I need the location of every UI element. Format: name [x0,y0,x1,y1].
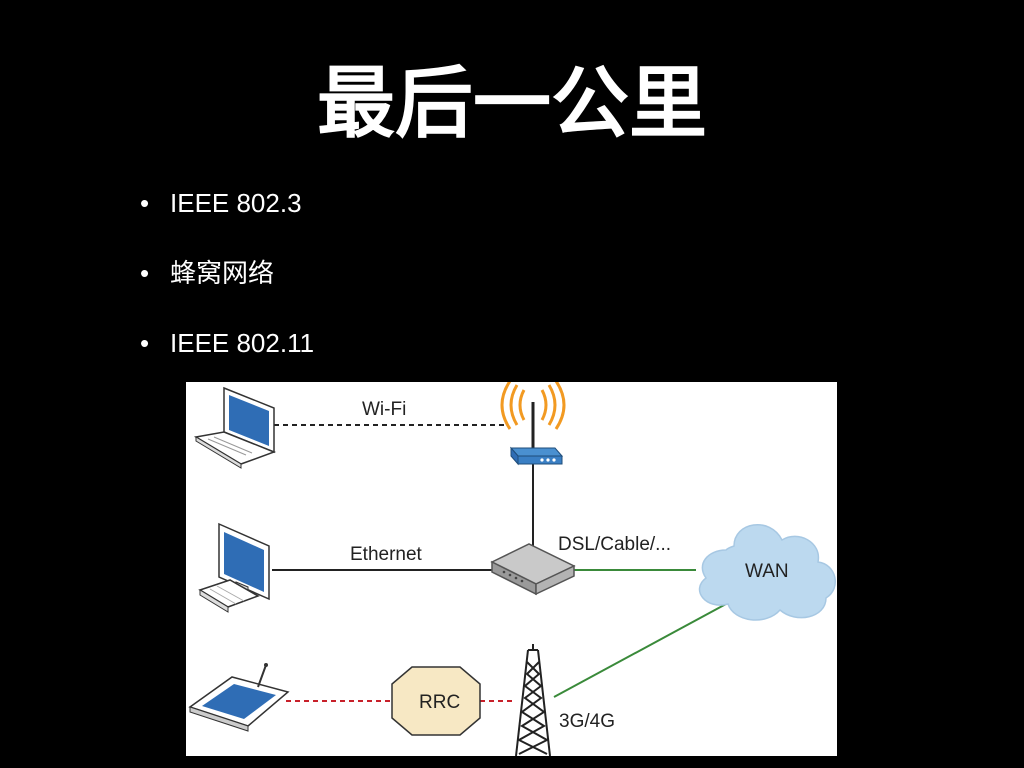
wan-label: WAN [745,561,789,582]
bullet-list: • IEEE 802.3 • 蜂窝网络 • IEEE 802.11 [140,186,314,396]
bullet-text: 蜂窝网络 [170,258,275,288]
bullet-dot: • [140,258,150,288]
bullet-item-ieee-802-3: • IEEE 802.3 [140,186,314,220]
radio-waves-icon [500,382,566,430]
last-mile-diagram: Wi-Fi Ethernet DSL/Cable/... WAN RRC [186,382,837,756]
ethernet-label: Ethernet [350,544,423,565]
slide-title: 最后一公里 [316,59,707,149]
rrc-octagon: RRC [391,666,481,736]
tablet-icon [188,663,290,732]
cell-tower-icon [515,644,551,756]
desktop-computer-icon [198,522,270,613]
wifi-label: Wi-Fi [362,399,406,420]
bullet-dot: • [140,188,150,218]
cellular-label: 3G/4G [559,711,615,732]
bullet-text: IEEE 802.3 [170,188,302,218]
modem-icon [490,543,576,596]
bullet-text: IEEE 802.11 [170,328,315,358]
wireless-router-icon [509,402,564,466]
wan-cloud-icon: WAN [698,524,836,621]
bullet-item-ieee-802-11: • IEEE 802.11 [140,326,314,360]
cellular-wan-link [553,603,727,698]
bullet-item-cellular: • 蜂窝网络 [140,256,314,290]
bullet-dot: • [140,328,150,358]
rrc-label: RRC [419,692,460,713]
dsl-label: DSL/Cable/... [558,534,671,555]
laptop-icon [193,386,277,469]
